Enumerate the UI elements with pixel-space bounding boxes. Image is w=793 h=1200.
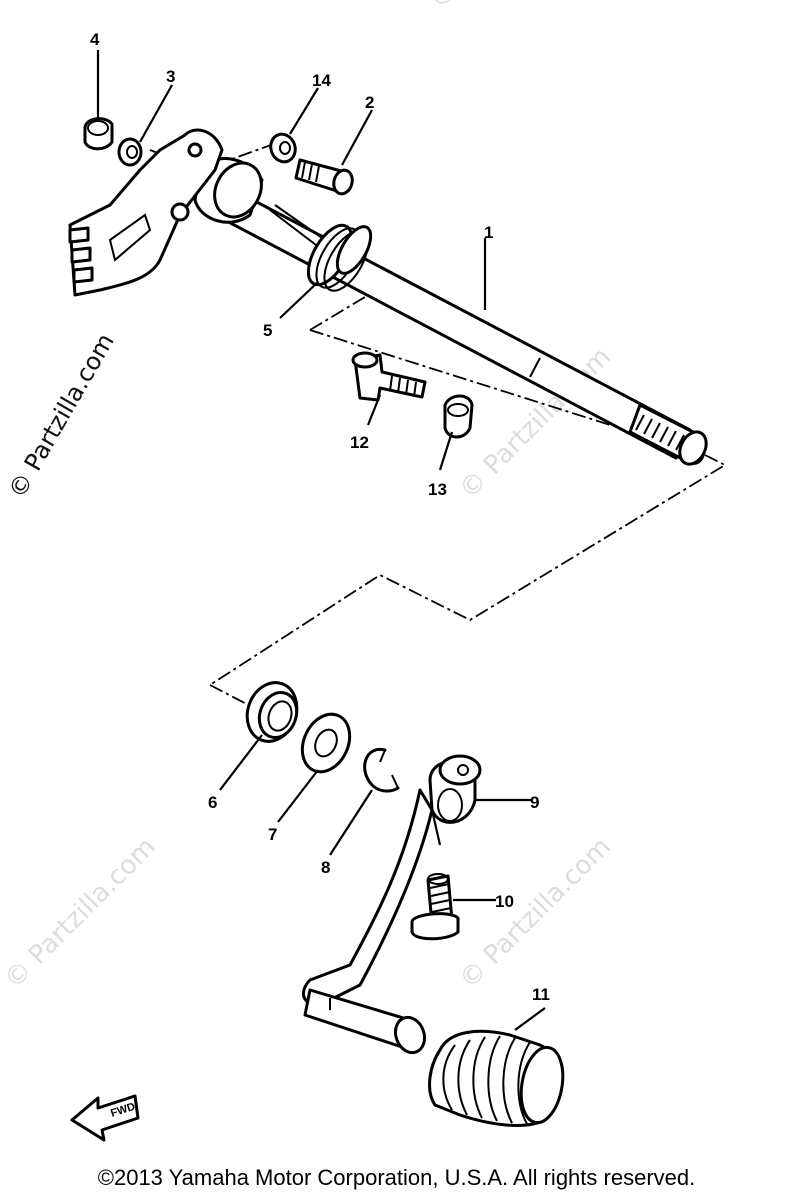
callout-8: 8 [321, 858, 330, 877]
callout-6: 6 [208, 793, 217, 812]
callout-5: 5 [263, 321, 272, 340]
callout-3: 3 [166, 67, 175, 86]
pin-bolt [294, 158, 354, 196]
washer-small [269, 132, 297, 164]
fwd-arrow-icon: FWD [70, 1094, 140, 1142]
nut [83, 117, 114, 151]
watermark-faint-2: © Partzilla.com [0, 832, 162, 995]
washer [117, 137, 143, 167]
callout-13: 13 [428, 480, 447, 499]
watermark-main: © Partzilla.com [3, 329, 120, 503]
callout-4: 4 [90, 30, 100, 49]
pinch-bolt [410, 873, 460, 941]
stud-bolt [351, 351, 427, 402]
copyright-notice: ©2013 Yamaha Motor Corporation, U.S.A. A… [97, 1165, 696, 1190]
callout-10: 10 [495, 892, 514, 911]
callout-7: 7 [268, 825, 277, 844]
collar [443, 394, 474, 439]
shift-shaft [68, 128, 708, 466]
callout-14: 14 [312, 71, 331, 90]
callout-2: 2 [365, 93, 374, 112]
circlip [363, 747, 400, 793]
pedal-rubber [428, 1029, 565, 1127]
callout-9: 9 [530, 793, 539, 812]
leader-lines [96, 50, 546, 1031]
flat-washer [300, 712, 352, 774]
callout-11: 11 [532, 985, 550, 1004]
oil-seal [245, 681, 299, 743]
watermark-faint-4: © Partzilla.com [424, 0, 587, 15]
callout-12: 12 [350, 433, 369, 452]
callout-1: 1 [484, 223, 493, 242]
return-spring [269, 204, 373, 292]
callout-labels: 1 2 3 4 5 6 7 8 9 10 11 12 13 14 [90, 30, 550, 1004]
shift-pedal [301, 754, 482, 1055]
watermark-faint-3: © Partzilla.com [454, 832, 617, 995]
